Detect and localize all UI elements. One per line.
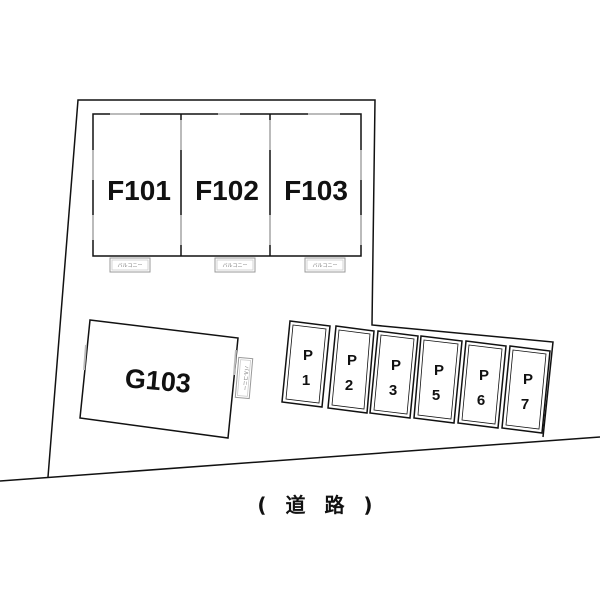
unit-label-f103: F103 — [284, 175, 348, 206]
balcony-label: バルコニー — [241, 365, 249, 390]
balcony-f102: バルコニー — [214, 257, 256, 273]
parking-number: 6 — [477, 392, 485, 409]
parking-number: 3 — [389, 382, 397, 399]
window-marks — [92, 113, 362, 245]
unit-label-f101: F101 — [107, 175, 171, 206]
parking-number: 1 — [302, 372, 310, 389]
balcony-label: バルコニー — [118, 263, 143, 269]
g103-outline — [79, 319, 239, 439]
parking-letter: P — [523, 371, 533, 388]
unit-label-f102: F102 — [195, 175, 259, 206]
parking-letter: P — [391, 357, 401, 374]
building-outline — [92, 113, 362, 257]
parking-number: 7 — [521, 396, 529, 413]
parking-space-p1: P 1 — [281, 320, 331, 408]
building-g103: G103 バルコニー — [79, 319, 254, 439]
balcony-label: バルコニー — [313, 263, 338, 269]
unit-label-g103: G103 — [124, 363, 192, 399]
balcony-f101: バルコニー — [109, 257, 151, 273]
window-marks — [83, 344, 237, 376]
parking-number: 5 — [432, 387, 440, 404]
parking-area: P 1 P 2 P 3 P 5 P 6 — [281, 320, 551, 434]
parking-space-p5: P 5 — [413, 335, 463, 424]
parking-space-p2: P 2 — [327, 325, 375, 414]
balcony-g103: バルコニー — [234, 356, 254, 400]
parking-number: 2 — [345, 377, 353, 394]
parking-letter: P — [434, 362, 444, 379]
property-boundary — [47, 99, 554, 478]
balcony-f103: バルコニー — [304, 257, 346, 273]
parking-space-p7: P 7 — [501, 345, 551, 434]
parking-letter: P — [303, 347, 313, 364]
road-edge-line — [0, 436, 600, 482]
apartment-building: F101 F102 F103 バルコニー バルコニー バルコニー — [92, 113, 362, 273]
balcony-label: バルコニー — [223, 263, 248, 269]
parking-space-p6: P 6 — [457, 340, 507, 429]
road-label: ( 道 路 ) — [257, 493, 378, 517]
parking-letter: P — [479, 367, 489, 384]
parking-letter: P — [347, 352, 357, 369]
parking-space-p3: P 3 — [369, 330, 419, 419]
